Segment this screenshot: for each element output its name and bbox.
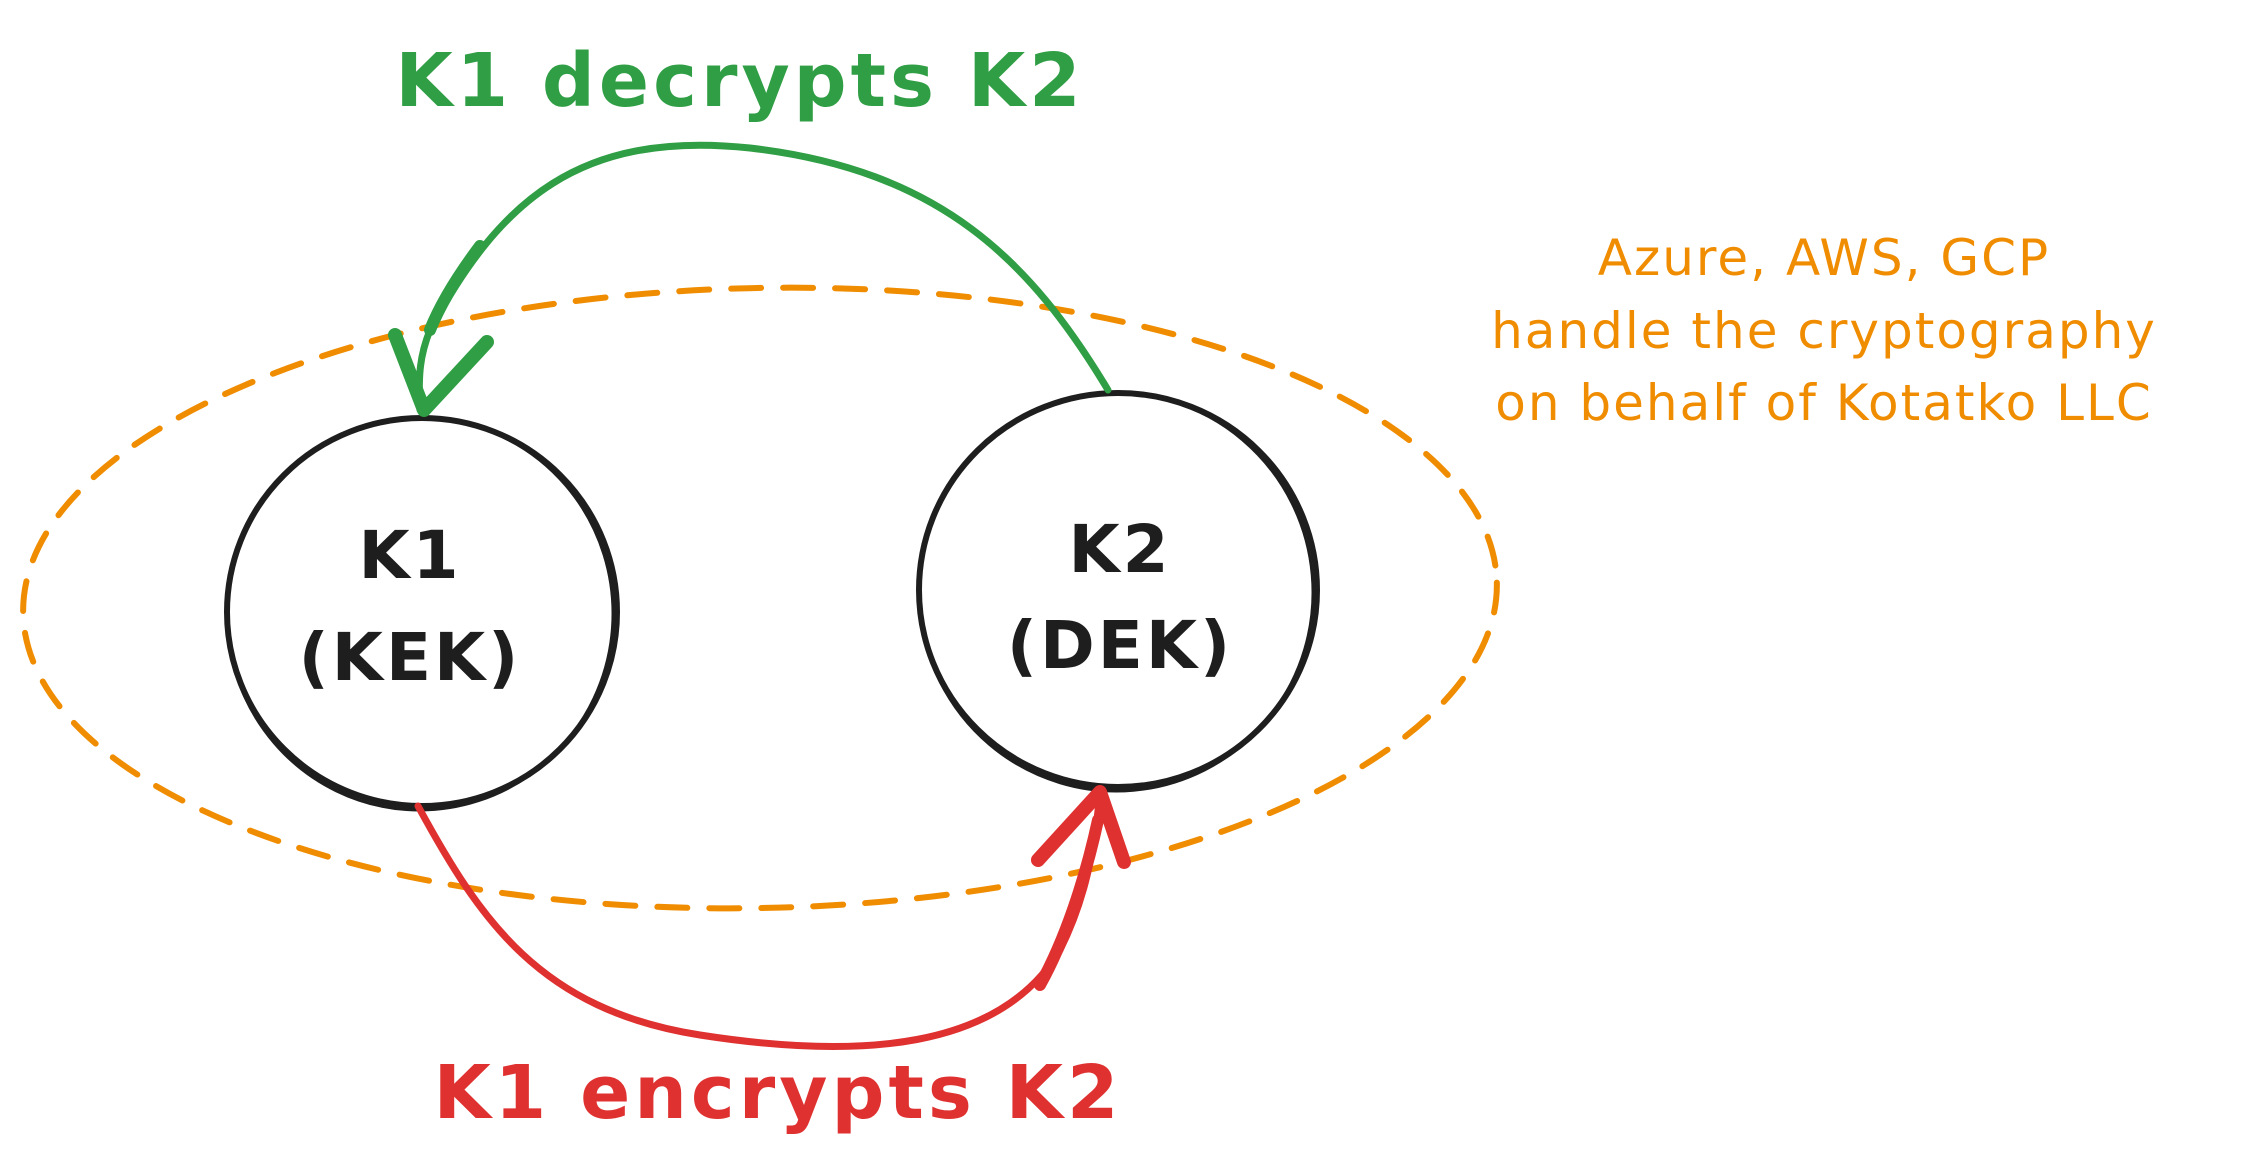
cloud-provider-boundary <box>20 284 1500 912</box>
encrypt-arrowhead <box>1031 785 1131 869</box>
boundary-note-line-1: Azure, AWS, GCP <box>1598 229 2050 287</box>
decrypt-arrowhead <box>388 328 494 417</box>
decrypt-label: K1 decrypts K2 <box>395 38 1084 124</box>
boundary-note: Azure, AWS, GCP handle the cryptography … <box>1491 229 2157 432</box>
k2-role: (DEK) <box>1007 607 1233 684</box>
boundary-note-line-3: on behalf of Kotatko LLC <box>1495 374 2153 432</box>
k1-name: K1 <box>358 517 461 594</box>
k2-node: K2 (DEK) <box>916 390 1320 793</box>
encrypt-label: K1 encrypts K2 <box>433 1050 1122 1136</box>
encrypt-arrow <box>414 785 1131 1051</box>
k1-role: (KEK) <box>299 619 522 696</box>
k1-node: K1 (KEK) <box>224 415 620 812</box>
k2-name: K2 <box>1068 511 1171 588</box>
boundary-note-line-2: handle the cryptography <box>1491 302 2157 360</box>
decrypt-arrow <box>388 141 1112 417</box>
